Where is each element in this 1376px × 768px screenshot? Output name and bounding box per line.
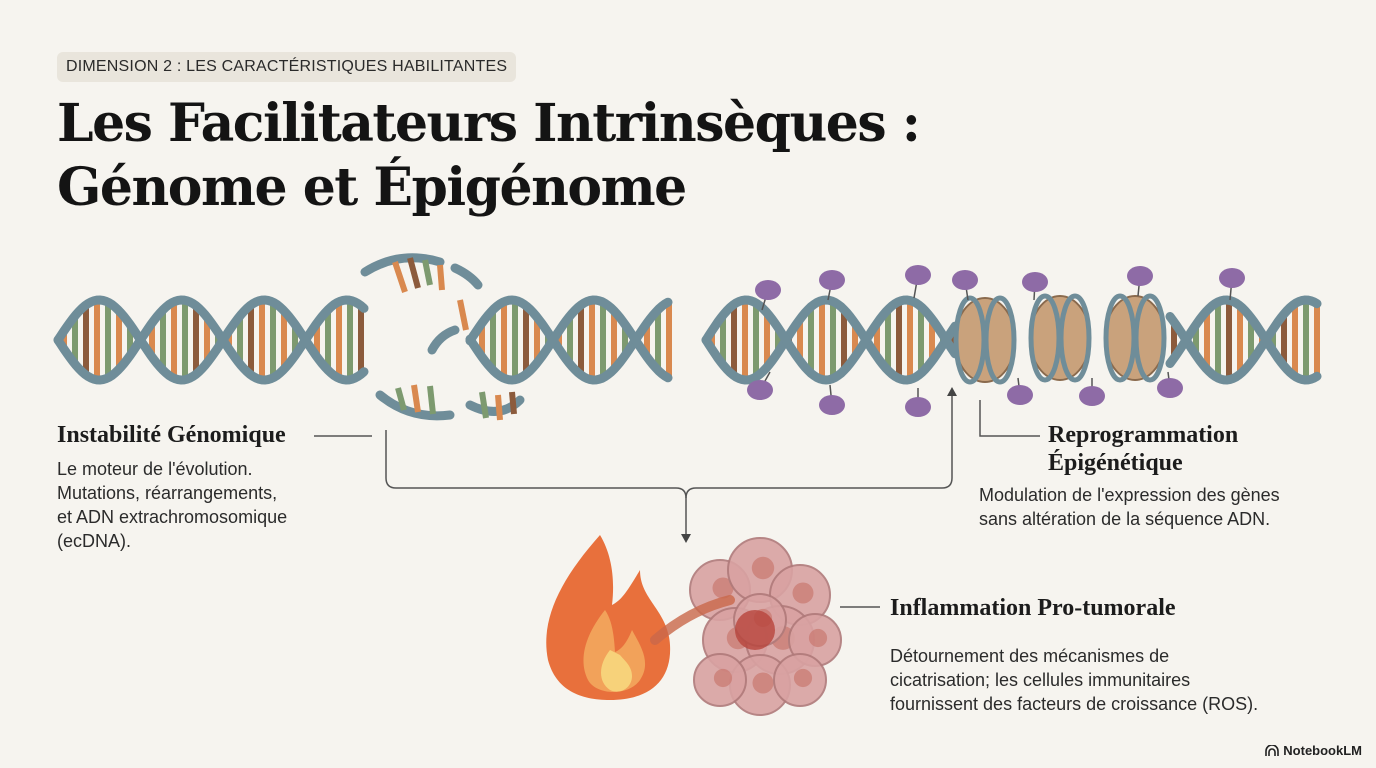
genomic-desc-line: Mutations, réarrangements, [57, 483, 278, 503]
dna-helix-epigenetic [701, 295, 1322, 385]
dimension-tag: DIMENSION 2 : LES CARACTÉRISTIQUES HABIL… [57, 52, 517, 82]
cell-nucleus [793, 668, 813, 688]
notebooklm-icon [1265, 744, 1280, 756]
methyl-group-icon [1079, 386, 1105, 406]
epigenetic-desc-line: sans altération de la séquence ADN. [979, 509, 1271, 529]
inflammation-desc-line: fournissent des facteurs de croissance (… [890, 694, 1259, 714]
epigenetic-heading: Reprogrammation Épigénétique [1048, 421, 1238, 477]
epigenetic-description: Modulation de l'expression des gènes san… [979, 483, 1280, 531]
methyl-group-icon [747, 380, 773, 400]
methyl-group-icon [1157, 378, 1183, 398]
dna-strand [1165, 295, 1322, 385]
cell-nucleus [752, 672, 774, 694]
dna-strand [53, 295, 369, 385]
methyl-group-icon [755, 280, 781, 300]
dna-strand [701, 295, 960, 385]
connector-lines [314, 392, 1040, 608]
cell-nucleus [808, 628, 828, 648]
genomic-instability-description: Le moteur de l'évolution. Mutations, réa… [57, 457, 287, 553]
inflammation-desc-line: cicatrisation; les cellules immunitaires [890, 670, 1191, 690]
tumor-core [735, 610, 775, 650]
nucleosome [1028, 293, 1092, 383]
cell-nucleus [712, 577, 734, 599]
title-line-2: Génome et Épigénome [57, 157, 687, 218]
methyl-group-icon [905, 265, 931, 285]
inflammation-heading: Inflammation Pro-tumorale [890, 595, 1176, 621]
methyl-group-icon [1127, 266, 1153, 286]
tumor-cell-cluster [689, 537, 842, 716]
dna-strand [1165, 295, 1322, 385]
title-line-1: Les Facilitateurs Intrinsèques : [57, 93, 921, 154]
dna-strand [53, 295, 369, 385]
epigenetic-desc-line: Modulation de l'expression des gènes [979, 485, 1280, 505]
cell-nucleus [751, 556, 775, 580]
cell-nucleus [713, 668, 733, 688]
inflammation-stream [650, 595, 735, 645]
methyl-group-icon [819, 395, 845, 415]
methyl-group-icon [905, 397, 931, 417]
nucleosome [1103, 293, 1167, 383]
dna-strand [701, 295, 960, 385]
methyl-group-icon [952, 270, 978, 290]
brand-name: NotebookLM [1283, 743, 1362, 758]
methyl-group-icon [1219, 268, 1245, 288]
fragment-bases [392, 257, 517, 421]
methyl-group-icon [819, 270, 845, 290]
cell-nucleus [792, 582, 814, 604]
dna-helix-broken [53, 295, 673, 385]
nucleosome [953, 295, 1017, 385]
methyl-group-icon [1007, 385, 1033, 405]
flame-icon [546, 535, 671, 700]
inflammation-description: Détournement des mécanismes de cicatrisa… [890, 644, 1258, 716]
methyl-groups [747, 265, 1245, 417]
genomic-desc-line: et ADN extrachromosomique [57, 507, 288, 527]
brand-logo: NotebookLM [1265, 743, 1362, 758]
genomic-desc-line: (ecDNA). [57, 531, 132, 551]
arrow-down-icon [681, 534, 691, 543]
dna-strand [465, 295, 673, 385]
methyl-group-icon [1022, 272, 1048, 292]
genomic-instability-heading: Instabilité Génomique [57, 422, 286, 448]
inflammation-desc-line: Détournement des mécanismes de [890, 646, 1170, 666]
genomic-desc-line: Le moteur de l'évolution. [57, 459, 253, 479]
page-title: Les Facilitateurs Intrinsèques : Génome … [57, 92, 957, 220]
epigenetic-heading-line-1: Reprogrammation [1048, 422, 1239, 448]
epigenetic-heading-line-2: Épigénétique [1048, 450, 1183, 476]
arrow-up-icon [947, 387, 957, 396]
nucleosomes [953, 293, 1167, 385]
